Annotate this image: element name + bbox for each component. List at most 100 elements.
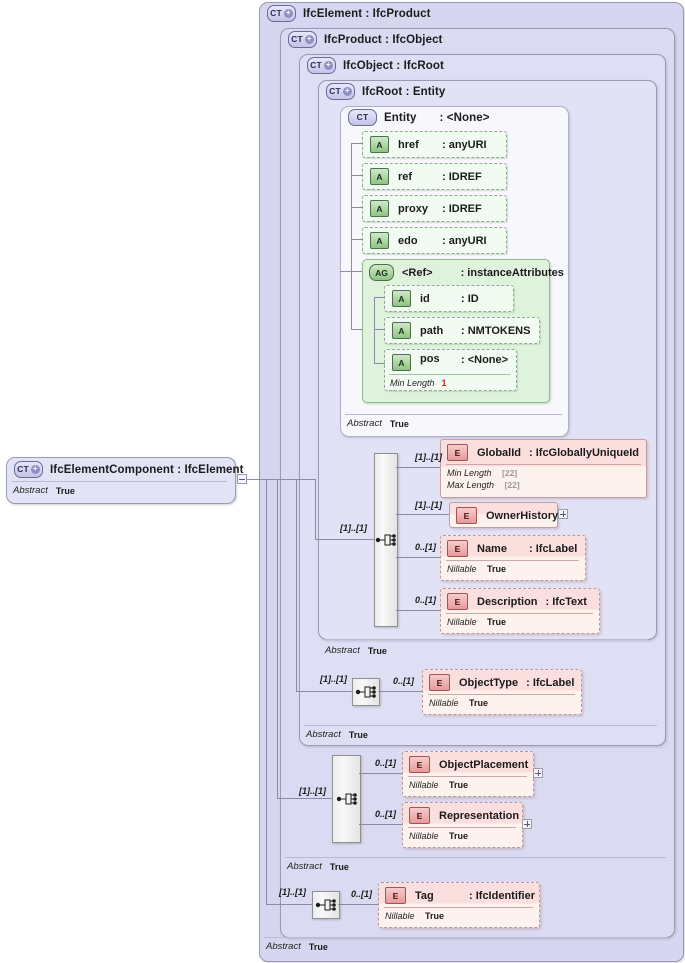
attribute-href[interactable]: A href : anyURI bbox=[362, 131, 507, 158]
element-objecttype[interactable]: E ObjectType : IfcLabel Nillable True bbox=[422, 669, 582, 715]
sequence-icon bbox=[315, 899, 336, 911]
connector-line bbox=[277, 798, 332, 799]
attributegroup-type: : instanceAttributes bbox=[460, 266, 564, 279]
abstract-label: Abstract bbox=[306, 729, 341, 740]
connector-line bbox=[351, 329, 363, 330]
facet-value: [22] bbox=[502, 468, 518, 478]
connector-line bbox=[247, 479, 315, 480]
element-name: Name bbox=[477, 542, 507, 555]
facet-nillable: Nillable True bbox=[385, 911, 444, 921]
element-name: OwnerHistory bbox=[486, 509, 559, 522]
attribute-name: href bbox=[398, 138, 419, 151]
abstract-value: True bbox=[308, 941, 328, 952]
sequence-ifcobject[interactable] bbox=[352, 678, 380, 706]
attribute-name: ref bbox=[398, 170, 413, 183]
expand-ownerhistory[interactable] bbox=[558, 509, 568, 519]
element-icon: E bbox=[385, 887, 406, 904]
facet-nillable: Nillable True bbox=[409, 831, 468, 841]
element-description[interactable]: E Description : IfcText Nillable True bbox=[440, 588, 600, 634]
element-icon: E bbox=[456, 507, 477, 524]
divider bbox=[345, 414, 562, 415]
abstract-value: True bbox=[55, 485, 75, 496]
element-tag[interactable]: E Tag : IfcIdentifier Nillable True bbox=[378, 882, 540, 928]
sequence-ifcelement[interactable] bbox=[312, 891, 340, 919]
complextype-title: IfcElement : IfcProduct bbox=[303, 7, 431, 20]
connector-line bbox=[396, 467, 440, 468]
facet-label: Nillable bbox=[447, 617, 477, 627]
connector-line bbox=[351, 143, 352, 329]
element-type: : IfcIdentifier bbox=[469, 889, 536, 902]
sequence-ifcproduct[interactable] bbox=[332, 755, 361, 843]
abstract-label: Abstract bbox=[347, 418, 382, 429]
divider bbox=[384, 907, 533, 908]
connector-line bbox=[359, 773, 402, 774]
sequence-icon bbox=[355, 686, 376, 698]
facet-label: Nillable bbox=[385, 911, 415, 921]
collapse-toggle[interactable] bbox=[237, 474, 247, 484]
divider bbox=[408, 776, 527, 777]
abstract-label: Abstract bbox=[325, 645, 360, 656]
facet-min-length: Min Length [22] bbox=[447, 468, 517, 478]
ct-plus-icon[interactable]: CT+ bbox=[288, 31, 317, 48]
connector-line bbox=[296, 691, 352, 692]
abstract-value: True bbox=[367, 645, 387, 656]
facet-value: True bbox=[425, 911, 445, 921]
connector-line bbox=[266, 904, 312, 905]
attribute-edo[interactable]: A edo : anyURI bbox=[362, 227, 507, 254]
cardinality-sequence-ifcroot: [1]..[1] bbox=[340, 523, 367, 533]
ct-icon[interactable]: CT bbox=[348, 109, 377, 126]
attribute-icon: A bbox=[370, 232, 389, 249]
attribute-ref[interactable]: A ref : IDREF bbox=[362, 163, 507, 190]
header-ifcobject: CT+ IfcObject : IfcRoot bbox=[307, 57, 444, 74]
divider bbox=[285, 857, 666, 858]
attribute-icon: A bbox=[392, 354, 411, 371]
node-title: IfcElementComponent : IfcElement bbox=[50, 463, 244, 476]
complextype-title: IfcRoot : Entity bbox=[362, 85, 446, 98]
connector-line bbox=[359, 824, 402, 825]
cardinality-sequence-ifcproduct: [1]..[1] bbox=[299, 786, 326, 796]
element-header: E Description : IfcText bbox=[447, 593, 587, 610]
element-header: E Representation bbox=[409, 807, 519, 824]
element-objectplacement[interactable]: E ObjectPlacement Nillable True bbox=[402, 751, 534, 797]
complextype-type: : <None> bbox=[439, 111, 490, 124]
abstract-value: True bbox=[329, 861, 349, 872]
abstract-label: Abstract bbox=[266, 941, 301, 952]
facet-value: 1 bbox=[441, 378, 447, 388]
facet-nillable: Nillable True bbox=[447, 617, 506, 627]
connector-line bbox=[374, 329, 385, 330]
element-header: E ObjectType : IfcLabel bbox=[429, 674, 574, 691]
cardinality-description: 0..[1] bbox=[415, 595, 437, 605]
cardinality-representation: 0..[1] bbox=[375, 809, 397, 819]
attribute-proxy[interactable]: A proxy : IDREF bbox=[362, 195, 507, 222]
element-name-field[interactable]: E Name : IfcLabel Nillable True bbox=[440, 535, 586, 581]
abstract-ifcelementcomponent: Abstract True bbox=[13, 485, 75, 496]
ct-plus-icon[interactable]: CT+ bbox=[14, 461, 43, 478]
attribute-path[interactable]: A path : NMTOKENS bbox=[384, 317, 540, 344]
facet-value: True bbox=[449, 831, 469, 841]
element-name: ObjectPlacement bbox=[439, 758, 529, 771]
attribute-id[interactable]: A id : ID bbox=[384, 285, 514, 312]
facet-value: True bbox=[449, 780, 469, 790]
header-ifcroot: CT+ IfcRoot : Entity bbox=[326, 83, 445, 100]
facet-max-length: Max Length [22] bbox=[447, 480, 520, 490]
cardinality-tag: 0..[1] bbox=[351, 889, 373, 899]
connector-line bbox=[351, 271, 363, 272]
expand-representation[interactable] bbox=[522, 819, 532, 829]
ct-plus-icon[interactable]: CT+ bbox=[326, 83, 355, 100]
connector-line bbox=[315, 479, 316, 539]
attribute-icon: A bbox=[370, 200, 389, 217]
facet-value: True bbox=[487, 564, 507, 574]
ct-plus-icon[interactable]: CT+ bbox=[307, 57, 336, 74]
expand-objectplacement[interactable] bbox=[533, 768, 543, 778]
node-ifcelementcomponent[interactable] bbox=[6, 457, 236, 504]
cardinality-objectplacement: 0..[1] bbox=[375, 758, 397, 768]
element-ownerhistory[interactable]: E OwnerHistory bbox=[449, 502, 558, 528]
attribute-pos[interactable]: A pos : <None> bbox=[384, 349, 517, 391]
element-globalid[interactable]: E GlobalId : IfcGloballyUniqueId Min Len… bbox=[440, 439, 647, 498]
sequence-ifcroot[interactable] bbox=[374, 453, 398, 627]
element-representation[interactable]: E Representation Nillable True bbox=[402, 802, 523, 848]
ct-plus-icon[interactable]: CT+ bbox=[267, 5, 296, 22]
facet-label: Nillable bbox=[429, 698, 459, 708]
facet-nillable: Nillable True bbox=[409, 780, 468, 790]
header-ifcproduct: CT+ IfcProduct : IfcObject bbox=[288, 31, 443, 48]
